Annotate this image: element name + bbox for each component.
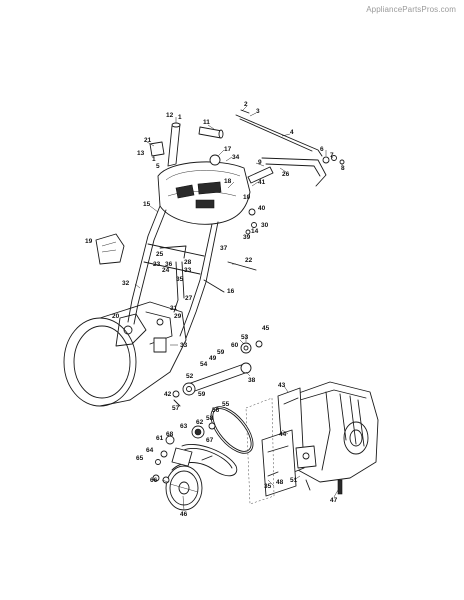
callout: 30	[261, 222, 269, 229]
callout: 49	[209, 355, 217, 362]
callout: 20	[112, 313, 120, 320]
callout: 29	[174, 313, 182, 320]
callout: 35	[176, 276, 184, 283]
callout: 65	[136, 455, 144, 462]
handle-assembly	[149, 109, 345, 235]
callout: 5	[156, 163, 160, 170]
callout: 58	[206, 415, 214, 422]
callout: 27	[185, 295, 193, 302]
callout: 9	[258, 159, 262, 166]
callout: 16	[227, 288, 235, 295]
callout: 21	[144, 137, 152, 144]
callout: 43	[278, 382, 286, 389]
callout: 48	[276, 479, 284, 486]
callout: 60	[231, 342, 239, 349]
callout: 59	[217, 349, 225, 356]
callout: 33	[184, 267, 192, 274]
callout: 42	[164, 391, 172, 398]
callout: 40	[258, 205, 266, 212]
callout: 24	[162, 267, 170, 274]
callout: 55	[222, 401, 230, 408]
callout: 46	[180, 511, 188, 518]
callout: 12	[166, 112, 174, 119]
callout: 1	[178, 114, 182, 121]
callout: 56	[212, 407, 220, 414]
callout: 23	[153, 261, 161, 268]
callout: 4	[290, 129, 294, 136]
callout: 53	[241, 334, 249, 341]
callout: 64	[146, 447, 154, 454]
callout: 19	[85, 238, 93, 245]
callout: 38	[248, 377, 256, 384]
callout: 26	[282, 171, 290, 178]
callout: 28	[184, 259, 192, 266]
callout: 3	[256, 108, 260, 115]
callout: 22	[245, 257, 253, 264]
callout: 67	[206, 437, 214, 444]
watermark: AppliancePartsPros.com	[366, 5, 456, 14]
callout: 13	[137, 150, 145, 157]
callout: 34	[232, 154, 240, 161]
callout: 62	[196, 419, 204, 426]
callout: 44	[279, 431, 287, 438]
callout: 45	[262, 325, 270, 332]
callout: 36	[165, 261, 173, 268]
callout: 17	[224, 146, 232, 153]
callout: 63	[180, 423, 188, 430]
callout: 6	[320, 146, 324, 153]
callout: 61	[156, 435, 164, 442]
callout: 1	[152, 156, 156, 163]
callout: 35	[264, 483, 272, 490]
callout: 47	[330, 497, 338, 504]
callout: 10	[243, 194, 251, 201]
callout: 54	[200, 361, 208, 368]
auger-housing	[63, 301, 187, 407]
callout: 25	[156, 251, 164, 258]
handle-frame	[95, 205, 257, 339]
callout: 37	[220, 245, 228, 252]
drive-components	[152, 340, 263, 511]
callouts: 12 1 11 2 3 4 21 13 1 17 34 5 9 6 7 8 26…	[85, 101, 345, 518]
callout: 66	[150, 477, 158, 484]
callout: 32	[122, 280, 130, 287]
callout: 11	[203, 119, 210, 126]
callout: 41	[258, 179, 266, 186]
callout: 52	[186, 373, 194, 380]
callout: 33	[180, 342, 188, 349]
callout: 15	[143, 201, 151, 208]
callout: 7	[330, 152, 334, 159]
callout: 39	[243, 234, 251, 241]
engine	[245, 381, 379, 505]
callout: 31	[170, 305, 178, 312]
leader-lines	[134, 105, 343, 511]
callout: 51	[290, 477, 298, 484]
callout: 8	[341, 165, 345, 172]
callout: 18	[224, 178, 232, 185]
callout: 57	[172, 405, 180, 412]
callout: 68	[166, 431, 174, 438]
callout: 59	[198, 391, 206, 398]
callout: 14	[251, 228, 259, 235]
callout: 2	[244, 101, 248, 108]
